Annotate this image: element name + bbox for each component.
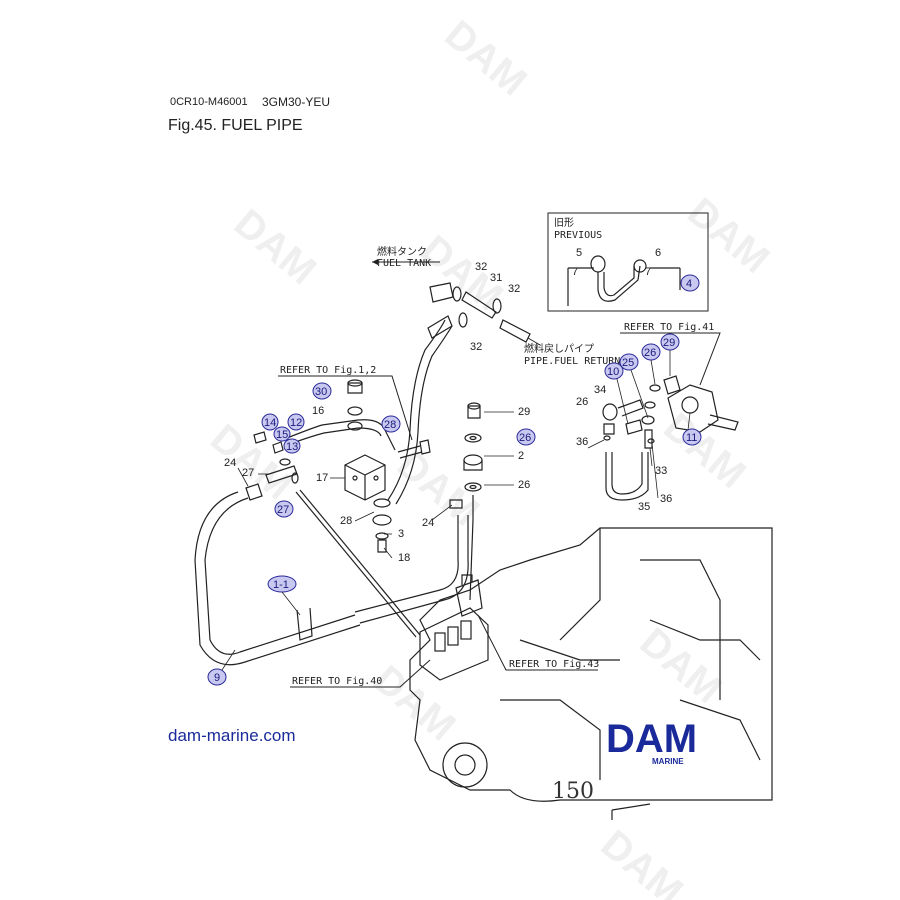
- ref-fig41-label: REFER TO Fig.41: [624, 322, 714, 333]
- callout-bubble: [381, 415, 401, 433]
- part-label-26: 26: [519, 432, 531, 444]
- watermark-text: DAM: [437, 12, 535, 104]
- arrow-head: [372, 259, 378, 265]
- reference-labels: 燃料タンク FUEL TANK 燃料戻しパイプ PIPE.FUEL RETURN…: [278, 245, 721, 688]
- callout-bubble: [261, 413, 279, 431]
- part-numbers: 32 31 32 32 16 24 27 17 28 3 18 29 2 26 …: [224, 261, 672, 564]
- part-label-15: 15: [276, 429, 288, 441]
- callout-bubble: [680, 274, 700, 292]
- dam-logo: DAM MARINE: [606, 718, 697, 766]
- callout-parts: 30 28 14 12 15 13 27 1-1 9 26 10 25 26 2…: [207, 333, 702, 686]
- callout-bubble: [274, 500, 294, 518]
- callout-bubble: [273, 426, 291, 442]
- part-label-13: 13: [286, 441, 298, 453]
- watermark-text: DAM: [656, 405, 754, 497]
- part-label-24: 24: [422, 517, 434, 529]
- part-label-28: 28: [384, 419, 396, 431]
- ref-fig43-label: REFER TO Fig.43: [509, 659, 599, 670]
- part-label-2: 2: [518, 450, 524, 462]
- part-label-10: 10: [607, 366, 619, 378]
- fittings-left: [245, 431, 421, 638]
- fuel-return-label-jp: 燃料戻しパイプ: [524, 342, 594, 355]
- ref-fig40-leader: [290, 659, 431, 688]
- watermark-text: DAM: [679, 190, 777, 282]
- part-label-29: 29: [663, 337, 675, 349]
- part-label-29: 29: [518, 406, 530, 418]
- part-label-26: 26: [644, 347, 656, 359]
- part-label-32: 32: [470, 341, 482, 353]
- ref-fig40-label: REFER TO Fig.40: [292, 676, 382, 687]
- engine-model: 3GM30-YEU: [262, 95, 331, 109]
- part-label-32: 32: [508, 283, 520, 295]
- callout-bubble: [516, 428, 536, 446]
- part-label-7: 7: [645, 266, 651, 278]
- ref-fig41-leader: [620, 332, 721, 386]
- website-link[interactable]: dam-marine.com: [168, 726, 296, 745]
- part-label-31: 31: [490, 272, 502, 284]
- document-code: 0CR10-M46001: [170, 96, 248, 108]
- previous-label-jp: 旧形: [554, 217, 574, 229]
- ref-fig12-leader: [278, 375, 413, 441]
- part-label-17: 17: [316, 472, 328, 484]
- part-label-24: 24: [224, 457, 236, 469]
- part-label-3: 3: [398, 528, 404, 540]
- watermark-text: DAM: [365, 657, 463, 749]
- part-label-7: 7: [572, 266, 578, 278]
- part-label-35: 35: [638, 501, 650, 513]
- part-label-16: 16: [312, 405, 324, 417]
- part-label-25: 25: [622, 357, 634, 369]
- ref-fig12-label: REFER TO Fig.1,2: [280, 365, 376, 376]
- watermark-text: DAM: [632, 620, 730, 712]
- callout-bubble: [604, 362, 624, 380]
- part-label-32: 32: [475, 261, 487, 273]
- previous-label: PREVIOUS: [554, 230, 602, 241]
- part-label-28: 28: [340, 515, 352, 527]
- watermark-text: DAM: [593, 822, 691, 900]
- part-label-12: 12: [290, 417, 302, 429]
- callout-bubble: [207, 668, 227, 686]
- part-label-18: 18: [398, 552, 410, 564]
- part-label-26: 26: [576, 396, 588, 408]
- part-label-36: 36: [660, 493, 672, 505]
- leader-line: [221, 649, 236, 671]
- previous-inset: 旧形 PREVIOUS 5 6 7 7 4: [547, 212, 709, 312]
- figure-title: Fig.45. FUEL PIPE: [168, 117, 303, 134]
- fuel-return-arrow: [527, 337, 541, 346]
- fittings-center: [449, 402, 483, 509]
- part-label-27: 27: [277, 504, 289, 516]
- ref-fig43-leader: [477, 614, 598, 671]
- part-label-5: 5: [576, 247, 582, 259]
- tee-fitting: [427, 282, 531, 343]
- part-label-9: 9: [214, 672, 220, 684]
- callout-bubble: [619, 353, 639, 371]
- watermark-text: DAM: [226, 201, 324, 293]
- part-label-34: 34: [594, 384, 606, 396]
- part-label-27: 27: [242, 467, 254, 479]
- callout-bubble: [283, 438, 301, 454]
- callout-bubble: [682, 428, 702, 446]
- part-label-26: 26: [518, 479, 530, 491]
- part-label-14: 14: [264, 417, 276, 429]
- logo-subtext: MARINE: [652, 757, 684, 766]
- part-label-33: 33: [655, 465, 667, 477]
- callout-bubble: [312, 382, 332, 400]
- part-label-1-1: 1-1: [273, 579, 289, 591]
- filter-block: [344, 379, 431, 553]
- fuel-tank-label-jp: 燃料タンク: [377, 245, 427, 258]
- part-label-36: 36: [576, 436, 588, 448]
- watermark-pattern: DAM DAM DAM DAM DAM DAM DAM DAM DAM DAM: [202, 12, 777, 900]
- part-label-11: 11: [686, 432, 697, 444]
- part-label-30: 30: [315, 386, 327, 398]
- part-label-4: 4: [686, 278, 692, 290]
- injection-pump: [419, 574, 489, 681]
- handwritten-note: 150: [552, 779, 594, 804]
- part-label-6: 6: [655, 247, 661, 259]
- feed-pump: [602, 375, 739, 449]
- callout-bubble: [287, 413, 305, 431]
- leader-line: [281, 591, 301, 616]
- fuel-tank-label: FUEL TANK: [377, 258, 431, 269]
- logo-text: DAM: [606, 718, 697, 761]
- fuel-return-label: PIPE.FUEL RETURN: [524, 356, 620, 367]
